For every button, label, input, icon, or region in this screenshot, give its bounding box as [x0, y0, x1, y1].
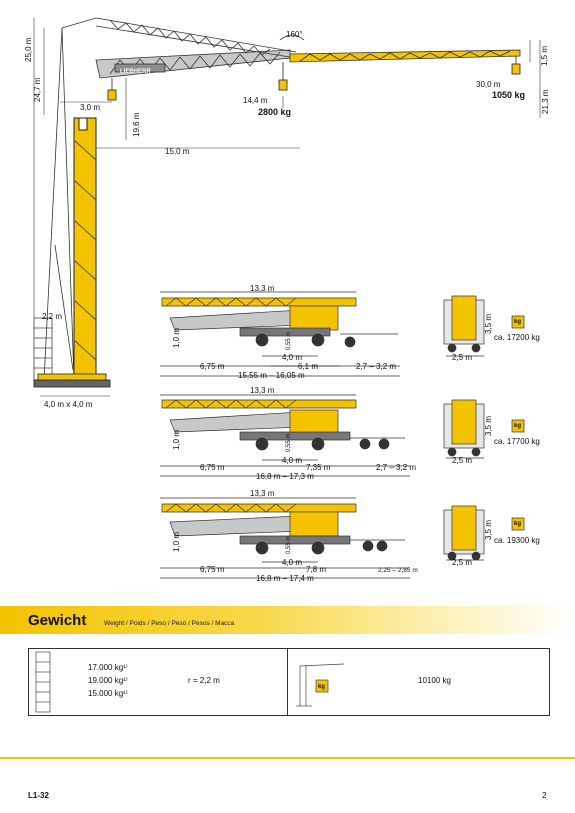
- radius-tip-label: 30,0 m: [476, 80, 501, 89]
- hooks: [107, 56, 521, 101]
- t2-length-top: 13,3 m: [250, 386, 275, 395]
- t1-rear-length: 6,75 m: [200, 362, 225, 371]
- t1-front-width: 2,5 m: [452, 353, 473, 362]
- t1-drawbar: 2,7 – 3,2 m: [356, 362, 397, 371]
- load-mid-label: 2800 kg: [258, 107, 292, 117]
- weight-table: [28, 648, 550, 716]
- weight-heading-band: [0, 606, 575, 634]
- top-dimension-lines: [33, 18, 541, 397]
- radius-base-label: 15,0 m: [165, 147, 190, 156]
- t1-mid-length: 6,1 m: [298, 362, 319, 371]
- ballast-value-2: 19.000 kg¹⁾: [88, 676, 128, 685]
- footer-rule: [0, 757, 575, 759]
- transport-2-drawing: [160, 394, 525, 477]
- crane-tower: [73, 117, 97, 381]
- offset-left-label: 3,0 m: [80, 103, 101, 112]
- t3-front-width: 2,5 m: [452, 558, 473, 567]
- weight-table-divider: [287, 648, 288, 716]
- t1-axle-gap: 4,0 m: [282, 353, 303, 362]
- t3-rear-length: 6,75 m: [200, 565, 225, 574]
- t1-kg-icon: kg: [514, 319, 522, 325]
- t1-total: 15,55 m – 16,05 m: [238, 371, 305, 380]
- crane-ties: [43, 17, 97, 381]
- t2-total: 16,8 m – 17,3 m: [256, 472, 314, 481]
- crane-base: [33, 373, 111, 388]
- t3-axle-gap: 4,0 m: [282, 558, 303, 567]
- t3-mid-length: 7,8 m: [306, 565, 327, 574]
- transport-1-drawing: [160, 291, 525, 377]
- t3-weight: ca. 19300 kg: [494, 536, 540, 545]
- t1-length-top: 13,3 m: [250, 284, 275, 293]
- weight-section-subtitle: Weight / Poids / Peso / Peso / Pesos / M…: [104, 620, 235, 627]
- jib-top-lattice: [95, 17, 297, 59]
- rotation-arc: [279, 34, 305, 41]
- t2-kg-icon: kg: [514, 423, 522, 429]
- footer-model: L1-32: [28, 791, 49, 800]
- t3-total: 16,8 m – 17,4 m: [256, 574, 314, 583]
- t2-front-width: 2,5 m: [452, 456, 473, 465]
- crane-kg-icon: kg: [318, 684, 326, 690]
- ballast-radius: r = 2,2 m: [188, 676, 220, 685]
- t3-drawbar: 2,25 – 2,85 m: [378, 567, 418, 574]
- ballast-value-3: 15.000 kg¹⁾: [88, 689, 128, 698]
- jib-angle-label: 160°: [286, 30, 303, 39]
- load-tip-label: 1050 kg: [492, 90, 526, 100]
- ballast-value-1: 17.000 kg¹⁾: [88, 663, 128, 672]
- brand-logo-text: LIEBHERR: [120, 69, 151, 75]
- weight-section-title: Gewicht: [28, 612, 87, 629]
- base-size-label: 4,0 m x 4,0 m: [44, 400, 93, 409]
- footer-page-number: 2: [542, 791, 547, 800]
- ballast-width-label: 2,2 m: [42, 312, 63, 321]
- t2-drawbar: 2,7 – 3,2 m: [376, 463, 417, 472]
- crane-icon: [296, 663, 345, 707]
- jib-outer: [289, 49, 521, 63]
- radius-mid-label: 14,4 m: [243, 96, 268, 105]
- t1-weight: ca. 17200 kg: [494, 333, 540, 342]
- t3-length-top: 13,3 m: [250, 489, 275, 498]
- t3-kg-icon: kg: [514, 521, 522, 527]
- t2-axle-gap: 4,0 m: [282, 456, 303, 465]
- transport-3-drawing: [160, 497, 525, 579]
- t2-mid-length: 7,35 m: [306, 463, 331, 472]
- t2-rear-length: 6,75 m: [200, 463, 225, 472]
- t2-weight: ca. 17700 kg: [494, 437, 540, 446]
- ballast-icon: [35, 651, 51, 713]
- crane-weight-value: 10100 kg: [418, 676, 451, 685]
